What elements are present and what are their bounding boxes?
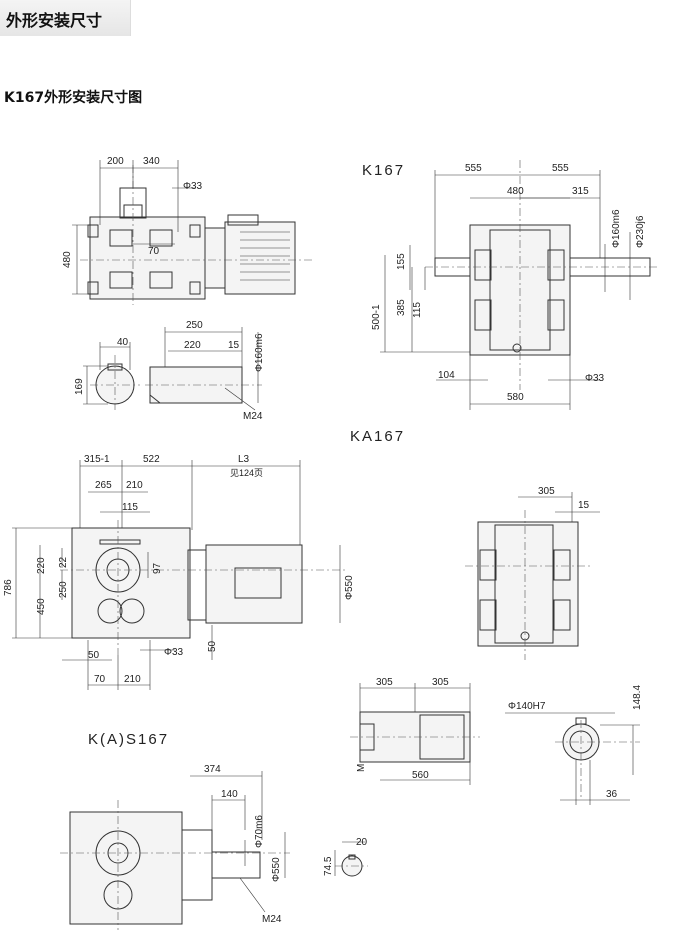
header-banner: 外形安装尺寸 [0, 0, 131, 36]
hollow-shaft-section: 305 305 560 M Φ140H7 148.4 36 [350, 677, 643, 805]
dim-22: 22 [58, 556, 69, 568]
k167-top-view: 200 340 Φ33 480 70 [62, 156, 315, 305]
dim-500-1: 500-1 [371, 304, 382, 330]
dim-305: 305 [538, 486, 555, 497]
dim-480-b: 480 [507, 186, 524, 197]
dim-36: 36 [606, 789, 618, 800]
dim-786: 786 [3, 579, 14, 596]
drawing-subtitle: K167外形安装尺寸图 [4, 90, 143, 106]
dim-169: 169 [74, 378, 85, 395]
label-m24-b: M24 [262, 914, 282, 925]
dim-220-b: 220 [36, 557, 47, 574]
dim-20: 20 [356, 837, 368, 848]
dim-385: 385 [396, 299, 407, 316]
dim-l3: L3 [238, 454, 250, 465]
dim-phi550-a: Φ550 [344, 575, 355, 600]
dim-phi230j6: Φ230j6 [635, 215, 646, 248]
dim-74-5: 74.5 [323, 856, 334, 876]
dim-250-b: 250 [58, 581, 69, 598]
dim-560: 560 [412, 770, 429, 781]
note-see-page: 见124页 [230, 468, 263, 478]
dim-phi33-a: Φ33 [183, 181, 203, 192]
dim-115-b: 115 [122, 502, 138, 513]
dim-580: 580 [507, 392, 524, 403]
ka167-side-view: 305 15 [465, 486, 600, 660]
dim-140: 140 [221, 789, 238, 800]
dim-155: 155 [396, 253, 407, 270]
dim-phi160m6-b: Φ160m6 [611, 209, 622, 248]
dim-115-a: 115 [412, 302, 423, 318]
dim-70-b: 70 [94, 674, 106, 685]
k167-front-view: K167 555 555 480 315 Φ160m6 Φ230j6 155 3… [362, 160, 660, 410]
dim-450: 450 [36, 598, 47, 615]
dim-522: 522 [143, 454, 160, 465]
dim-50-a: 50 [88, 650, 100, 661]
label-m24-a: M24 [243, 411, 263, 422]
dim-phi70m6: Φ70m6 [254, 815, 265, 848]
dim-148-4: 148.4 [632, 685, 643, 710]
label-ka167: KA167 [350, 428, 405, 445]
dim-97: 97 [152, 562, 163, 574]
dim-phi140h7: Φ140H7 [508, 701, 546, 712]
dim-phi33-c: Φ33 [164, 647, 184, 658]
dim-15-a: 15 [228, 340, 240, 351]
label-kas167: K(A)S167 [88, 731, 169, 748]
ka167-view: KA167 315-1 522 L3 见124页 265 210 115 786… [3, 428, 405, 690]
kas167-view: K(A)S167 374 140 Φ70m6 Φ550 M24 20 74.5 [60, 731, 368, 930]
dim-210-a: 210 [126, 480, 143, 491]
dim-250-a: 250 [186, 320, 203, 331]
dim-210-b: 210 [124, 674, 141, 685]
dim-480-a: 480 [62, 251, 73, 268]
dim-phi550-b: Φ550 [271, 857, 282, 882]
dim-555-a: 555 [465, 163, 482, 174]
dim-50-b: 50 [207, 640, 218, 652]
label-m: M [356, 764, 367, 772]
dim-220-a: 220 [184, 340, 201, 351]
dim-555-b: 555 [552, 163, 569, 174]
dim-phi160m6-a: Φ160m6 [254, 333, 265, 372]
dim-305-b: 305 [432, 677, 449, 688]
dim-305-a: 305 [376, 677, 393, 688]
dim-104: 104 [438, 370, 455, 381]
label-k167: K167 [362, 162, 405, 179]
dim-315-1: 315-1 [84, 454, 110, 465]
dim-70-a: 70 [148, 246, 160, 257]
dim-15-b: 15 [578, 500, 590, 511]
dim-200: 200 [107, 156, 124, 167]
page-title: 外形安装尺寸 [6, 11, 103, 30]
dim-265: 265 [95, 480, 112, 491]
dim-phi33-b: Φ33 [585, 373, 605, 384]
dim-40: 40 [117, 337, 129, 348]
dim-374: 374 [204, 764, 221, 775]
dim-340: 340 [143, 156, 160, 167]
dim-315: 315 [572, 186, 589, 197]
shaft-end-detail: 40 169 250 220 15 Φ160m6 M24 [74, 320, 265, 422]
